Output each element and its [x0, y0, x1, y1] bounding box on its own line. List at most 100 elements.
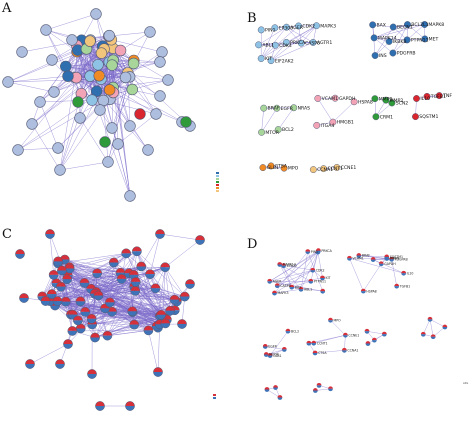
pie-outline [160, 318, 171, 329]
gene-label: PTPN11 [411, 37, 429, 43]
pie-outline [79, 278, 90, 288]
gene-label: PDGFRB [395, 257, 408, 261]
pie-node [312, 388, 318, 393]
panel-a: A [0, 0, 237, 214]
pie-node [108, 257, 119, 268]
network-node [114, 44, 127, 57]
edge [141, 233, 161, 267]
pie-slice-top [121, 248, 131, 254]
pie-node [116, 274, 127, 284]
pie-slice-top [384, 254, 390, 257]
pie-node [80, 307, 91, 317]
pie-slice-bottom [47, 294, 57, 299]
pie-slice-top [320, 275, 325, 278]
edge [279, 264, 292, 288]
gene-label: VCAM1 [352, 256, 363, 260]
pie-slice-bottom [49, 274, 59, 280]
network-node [74, 112, 86, 124]
network-node [46, 54, 58, 66]
pie-node [430, 334, 436, 340]
network-node [134, 108, 146, 120]
pie-slice-top [55, 359, 65, 364]
edge [358, 255, 387, 258]
gene-label: EIF2AK2 [275, 58, 294, 64]
pie-node [55, 359, 65, 369]
gene-label: BAX [376, 22, 385, 28]
gene-label: INS [379, 53, 387, 59]
pie-outline [93, 290, 104, 301]
pie-slice-bottom [401, 273, 407, 276]
pie-slice-top [62, 274, 72, 280]
edge [29, 343, 69, 365]
pie-node [347, 255, 352, 261]
network-node [127, 57, 140, 70]
network-node [142, 144, 154, 156]
gene-label: CCNE1 [341, 165, 357, 171]
pie-slice-top [356, 253, 362, 256]
pie-slice-bottom [277, 397, 283, 400]
edge [65, 66, 169, 81]
pie-slice-top [264, 387, 270, 390]
network-node [12, 144, 24, 156]
pie-node [328, 317, 333, 323]
nodes-c [15, 229, 205, 411]
pie-slice-top [315, 248, 321, 251]
pie-slice-bottom [125, 406, 135, 411]
network-node [62, 70, 74, 82]
pie-node [381, 331, 387, 337]
pie-slice-top [165, 306, 175, 311]
gene-label: CDK2 [316, 268, 325, 272]
pie-slice-top [37, 291, 47, 297]
pie-slice-top [155, 229, 165, 234]
pie-node [281, 263, 286, 269]
legend-swatch [216, 178, 219, 180]
pie-slice-bottom [320, 291, 326, 294]
pie-slice-top [160, 318, 170, 324]
pie-node [274, 283, 280, 289]
pie-outline [125, 401, 135, 411]
legend-swatch [216, 187, 219, 189]
pie-slice-top [394, 283, 400, 287]
gene-label: MAPK14 [378, 35, 397, 41]
pie-slice-top [109, 257, 119, 263]
network-node [267, 162, 275, 170]
pie-slice-bottom [263, 354, 269, 357]
gene-label: SQSTM1 [419, 114, 438, 120]
network-node [369, 21, 377, 29]
pie-node [125, 401, 135, 411]
pie-slice-bottom [25, 364, 35, 369]
network-node [54, 164, 66, 176]
gene-label: TGFB1 [399, 284, 410, 288]
pie-slice-top [281, 263, 286, 266]
network-node [297, 39, 305, 47]
edge [270, 42, 314, 61]
pie-node [384, 254, 390, 260]
gene-label: MAPK3 [320, 23, 336, 29]
gene-label: MAPK3 [278, 291, 289, 295]
pie-slice-top [370, 257, 376, 260]
pie-node [298, 286, 304, 292]
edge [358, 255, 387, 259]
pie-node [75, 296, 86, 307]
pie-slice-top [116, 274, 127, 279]
pie-node [79, 278, 90, 288]
edge [315, 388, 331, 391]
pie-node [312, 350, 318, 356]
pie-outline [195, 235, 205, 245]
gene-label: MMP2 [390, 98, 404, 104]
nodes-b [255, 21, 443, 174]
network-node [372, 113, 380, 121]
pie-node [169, 294, 180, 305]
pie-slice-bottom [264, 389, 270, 392]
pie-slice-bottom [155, 234, 165, 239]
gene-label: MAPK14 [283, 263, 296, 267]
pie-node [272, 290, 277, 296]
pie-outline [132, 246, 142, 257]
pie-slice-bottom [116, 278, 127, 284]
pie-node [86, 313, 97, 324]
pie-slice-top [267, 278, 273, 282]
edge [72, 330, 149, 332]
pie-slice-bottom [312, 390, 318, 393]
gene-label: MPO [334, 318, 342, 322]
edge [291, 281, 311, 288]
